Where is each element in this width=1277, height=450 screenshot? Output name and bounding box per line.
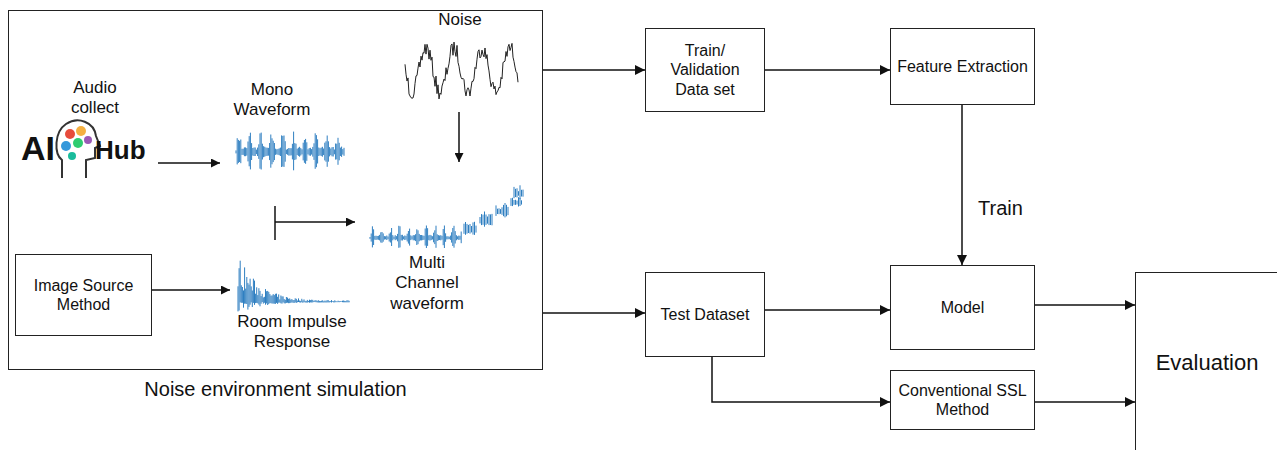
box-text: Test Dataset	[655, 305, 756, 324]
flow-arrow	[543, 69, 645, 71]
flow-arrow	[158, 162, 220, 164]
waveform-strokes	[370, 226, 461, 249]
logo-dot	[68, 152, 76, 160]
waveform-label: Noise	[428, 10, 492, 30]
logo-dot	[65, 129, 75, 139]
flow-arrow	[1035, 304, 1135, 306]
box-text: Conventional SSL Method	[891, 381, 1034, 419]
waveform-strokes	[236, 132, 344, 171]
flow-arrow	[543, 312, 645, 314]
logo-dot	[76, 126, 86, 136]
flow-arrow	[275, 221, 355, 223]
box-text: Evaluation	[1150, 350, 1265, 376]
logo-text: AI	[16, 128, 60, 169]
model-box: Model	[890, 265, 1035, 350]
waveform-strokes	[238, 261, 349, 312]
join-bracket	[274, 206, 276, 240]
head-outline	[56, 120, 100, 178]
edge-label: Train	[976, 196, 1025, 220]
source-label: Audio collect	[59, 78, 131, 119]
mono-waveform	[236, 132, 344, 171]
logo-dot	[73, 138, 83, 148]
impulse-response-waveform	[238, 261, 349, 312]
flow-arrow	[765, 69, 890, 71]
flow-arrow	[1035, 401, 1135, 403]
ai-hub-logo	[56, 120, 100, 178]
noise-waveform	[405, 42, 518, 99]
box-text: Train/ Validation Data set	[646, 41, 764, 99]
process-box: Feature Extraction	[890, 28, 1035, 105]
process-box: Conventional SSL Method	[890, 370, 1035, 430]
box-text: Model	[935, 298, 991, 317]
box-text: Feature Extraction	[891, 57, 1034, 76]
flow-arrow	[961, 105, 963, 265]
process-box: Image Source Method	[15, 254, 152, 336]
waveform-strokes	[496, 203, 508, 217]
noise-line	[405, 42, 518, 99]
logo-text: Hub	[95, 135, 141, 166]
logo-dot	[61, 141, 71, 151]
data-box: Train/ Validation Data set	[645, 28, 765, 112]
panel-caption: Noise environment simulation	[144, 377, 406, 401]
flow-arrow	[712, 357, 890, 402]
waveform-label: Multi Channel waveform	[384, 253, 470, 314]
multichannel-waveform	[370, 185, 523, 248]
logo-dot	[84, 136, 92, 144]
data-box: Test Dataset	[645, 272, 765, 357]
evaluation-box: Evaluation	[1135, 272, 1277, 450]
waveform-strokes	[514, 185, 523, 199]
waveform-strokes	[480, 212, 492, 227]
waveform-label: Mono Waveform	[226, 80, 318, 121]
flow-arrow	[152, 289, 230, 291]
box-text: Image Source Method	[16, 276, 151, 314]
waveform-label: Room Impulse Response	[230, 312, 354, 353]
flow-arrow	[765, 309, 890, 311]
flow-arrow	[458, 112, 460, 162]
waveform-strokes	[464, 222, 476, 235]
